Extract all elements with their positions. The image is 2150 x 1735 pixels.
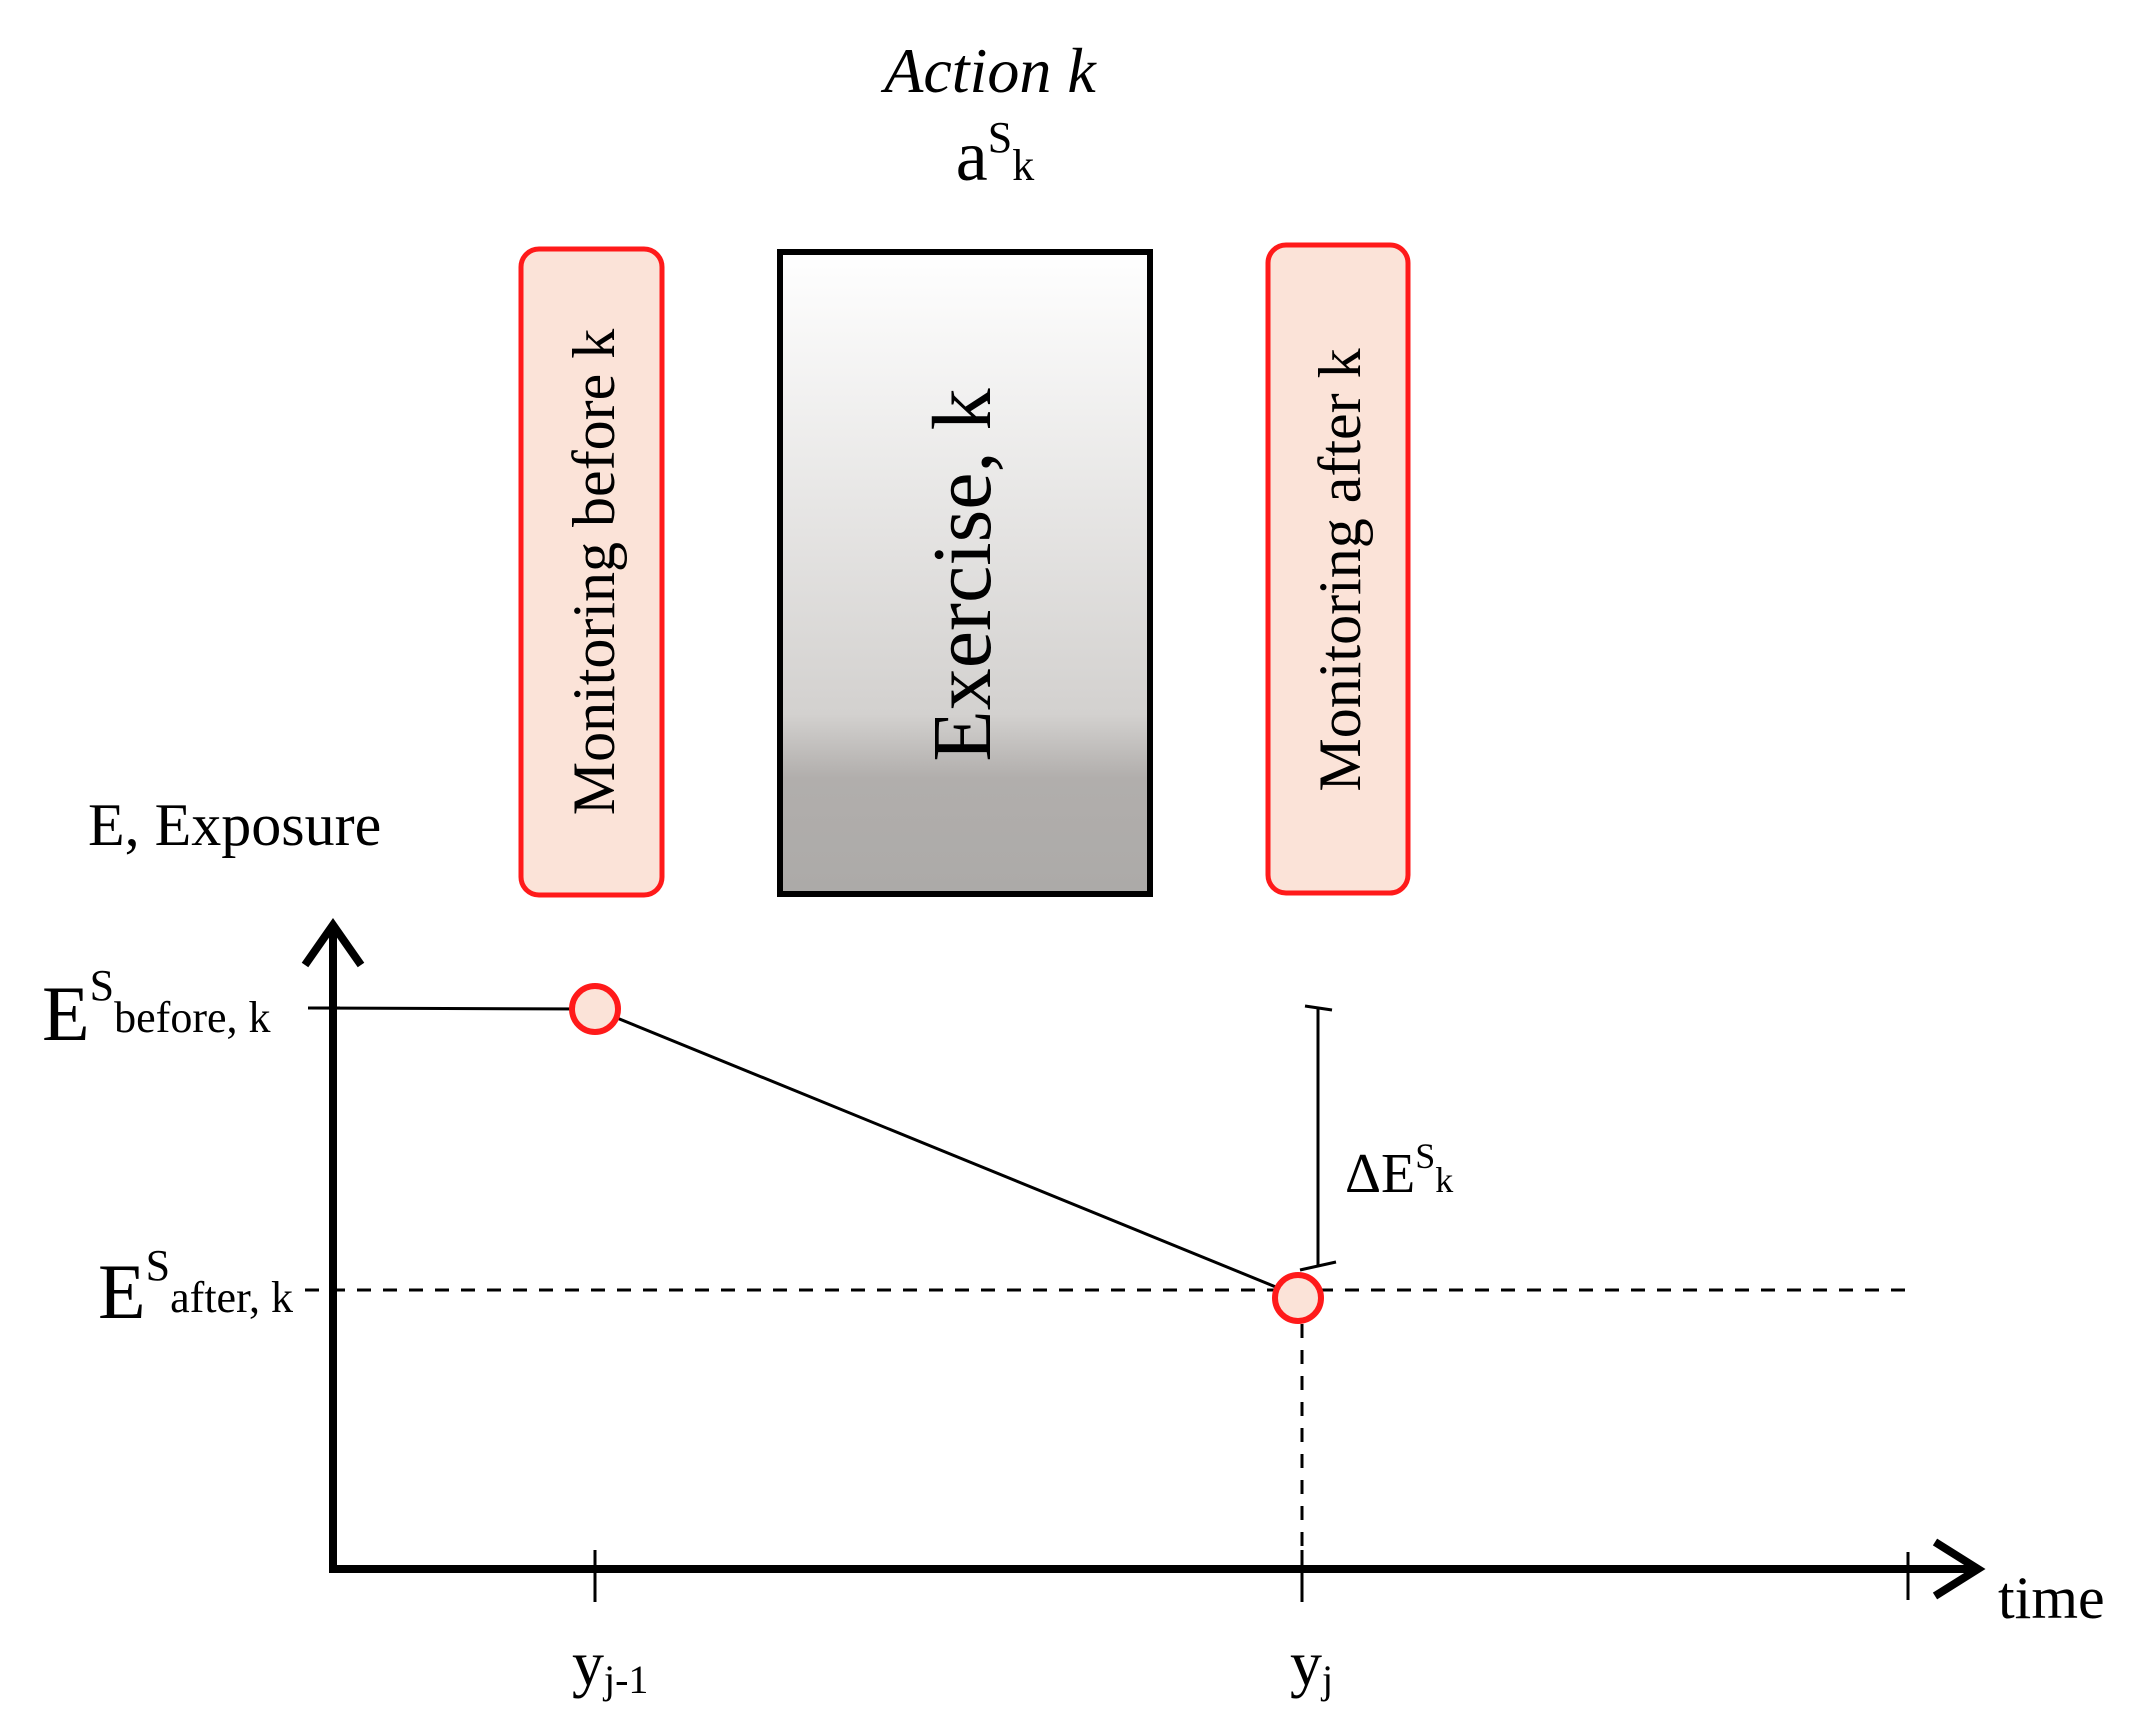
delta-bracket-top-cap: [1304, 1004, 1333, 1012]
level-before-label: ESbefore, k: [42, 961, 271, 1057]
x-axis-arrowhead: [1932, 1538, 1986, 1600]
tick-label-yj: yj: [1290, 1628, 1333, 1702]
delta-bracket-bottom-cap: [1299, 1260, 1337, 1272]
delta-label: ΔESk: [1345, 1136, 1453, 1205]
point-after: [1272, 1272, 1324, 1324]
y-axis-label: E, Exposure: [88, 792, 381, 858]
monitoring-before-box: [518, 246, 665, 898]
before-level-line: [307, 1006, 593, 1011]
level-after-label: ESafter, k: [98, 1241, 293, 1335]
monitoring-after-box: [1265, 242, 1411, 896]
monitoring-before-label: Monitoring before k: [561, 329, 627, 816]
action-title: Action k: [880, 35, 1097, 106]
monitoring-after-label: Monitoring after k: [1307, 348, 1373, 791]
action-symbol: aSk: [956, 113, 1034, 196]
tick-label-yj-minus-1: yj-1: [572, 1628, 648, 1702]
exercise-label: Exercise, k: [916, 388, 1009, 761]
point-before: [569, 983, 621, 1035]
y-axis-arrowhead: [301, 918, 365, 968]
x-axis-label: time: [1998, 1565, 2105, 1631]
exposure-decline-line: [594, 1007, 1299, 1298]
exercise-box: [777, 249, 1153, 897]
